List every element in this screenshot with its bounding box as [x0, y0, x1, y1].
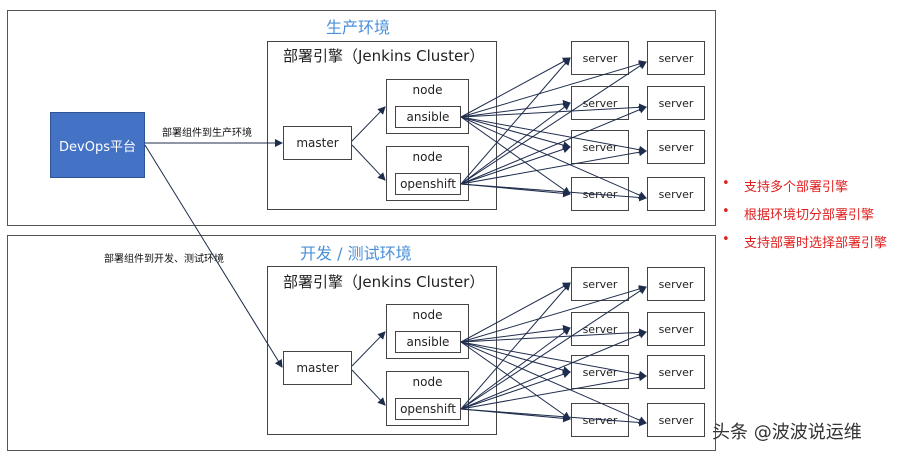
cluster-title-production: 部署引擎（Jenkins Cluster）	[283, 47, 485, 65]
cluster-title-devtest: 部署引擎（Jenkins Cluster）	[283, 273, 485, 291]
edge-label-to-dev: 部署组件到开发、测试环境	[104, 254, 224, 265]
node-ansible-devtest: node ansible	[386, 304, 469, 359]
server-prod-r2: server	[647, 86, 705, 120]
server-prod-r3: server	[647, 130, 705, 164]
node-label: node	[412, 308, 443, 322]
master-devtest: master	[283, 351, 352, 385]
server-prod-l4: server	[571, 177, 629, 211]
server-dev-l2: server	[571, 312, 629, 346]
node-openshift-production: node openshift	[386, 146, 469, 201]
node-label: node	[412, 83, 443, 97]
feature-bullet-list: • 支持多个部署引擎 • 根据环境切分部署引擎 • 支持部署时选择部署引擎	[722, 176, 887, 260]
server-prod-l1: server	[571, 41, 629, 75]
bullet-text: 支持多个部署引擎	[744, 180, 849, 195]
server-label: server	[657, 140, 695, 154]
server-label: server	[657, 322, 695, 336]
server-label: server	[581, 365, 619, 379]
server-label: server	[581, 413, 619, 427]
tool-openshift: openshift	[395, 398, 461, 420]
server-prod-r4: server	[647, 177, 705, 211]
server-prod-r1: server	[647, 41, 705, 75]
server-dev-r2: server	[647, 312, 705, 346]
server-dev-l4: server	[571, 403, 629, 437]
master-production: master	[283, 126, 352, 160]
node-openshift-devtest: node openshift	[386, 371, 469, 426]
env-devtest-title: 开发 / 测试环境	[300, 244, 412, 263]
server-label: server	[581, 51, 619, 65]
tool-ansible: ansible	[395, 331, 461, 353]
node-label: node	[412, 375, 443, 389]
server-label: server	[581, 140, 619, 154]
server-label: server	[581, 96, 619, 110]
server-dev-l1: server	[571, 267, 629, 301]
server-dev-l3: server	[571, 355, 629, 389]
server-prod-l3: server	[571, 130, 629, 164]
server-label: server	[581, 187, 619, 201]
bullet-item: • 支持部署时选择部署引擎	[722, 232, 887, 251]
bullet-marker: •	[722, 204, 730, 219]
server-label: server	[657, 365, 695, 379]
server-label: server	[657, 96, 695, 110]
bullet-text: 支持部署时选择部署引擎	[744, 236, 888, 251]
server-prod-l2: server	[571, 86, 629, 120]
server-label: server	[581, 322, 619, 336]
watermark: 头条 @波波说运维	[712, 422, 862, 443]
env-production-title: 生产环境	[326, 18, 391, 37]
bullet-marker: •	[722, 176, 730, 191]
server-label: server	[657, 277, 695, 291]
bullet-marker: •	[722, 232, 730, 247]
server-dev-r4: server	[647, 403, 705, 437]
server-dev-r3: server	[647, 355, 705, 389]
server-label: server	[657, 413, 695, 427]
bullet-item: • 根据环境切分部署引擎	[722, 204, 887, 223]
tool-ansible: ansible	[395, 106, 461, 128]
node-ansible-production: node ansible	[386, 79, 469, 134]
bullet-text: 根据环境切分部署引擎	[744, 208, 875, 223]
devops-platform-box: DevOps平台	[50, 112, 145, 178]
server-label: server	[581, 277, 619, 291]
tool-openshift: openshift	[395, 173, 461, 195]
server-label: server	[657, 51, 695, 65]
bullet-item: • 支持多个部署引擎	[722, 176, 887, 195]
node-label: node	[412, 150, 443, 164]
edge-label-to-prod: 部署组件到生产环境	[162, 128, 252, 139]
server-label: server	[657, 187, 695, 201]
server-dev-r1: server	[647, 267, 705, 301]
